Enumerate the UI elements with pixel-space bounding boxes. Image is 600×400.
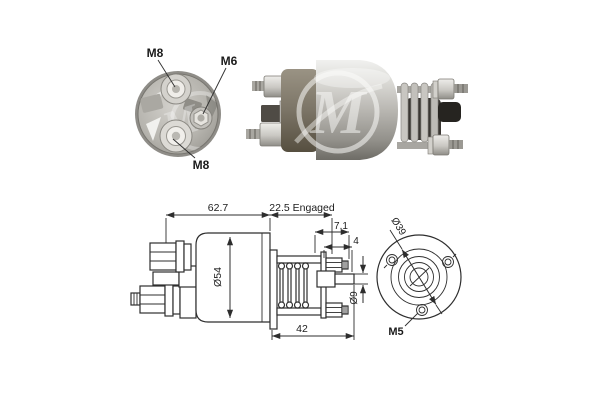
side-section-drawing: 62.7 22.5 Engaged 7.1 4 Ø9 [130,202,368,340]
dim-54: Ø54 [212,267,224,287]
flat-terminal [152,271,180,286]
label-m8-bottom: M8 [193,158,210,172]
m8-bottom-stud-center [171,131,181,141]
plunger-block [316,270,336,288]
dim-7-1: 7.1 [334,221,348,232]
leader-m6 [202,67,227,115]
drawing-bottom-nut [325,302,349,318]
hex-nut [437,78,455,100]
dim-39: Ø39 [388,216,408,238]
label-m5: M5 [388,326,403,338]
dimension-engaged: 22.5 Engaged [269,202,335,254]
brand-watermark: M [294,70,383,154]
leader-m8-bottom [172,138,196,159]
watermark-circle [296,70,380,154]
dim-engaged: 22.5 Engaged [269,202,335,214]
side-photo: M [246,60,468,160]
washer [164,282,174,317]
cap-highlight-shape [146,117,161,141]
cap-link-plate [140,93,164,113]
mounting-flange [269,249,278,330]
stud-thread [252,81,265,91]
label-m8-top: M8 [147,46,164,60]
washer [432,80,439,99]
plunger-rod [334,273,355,285]
washer [172,285,181,315]
hex-bolt [139,285,166,314]
watermark-letter: M [309,79,367,147]
flat-terminal [261,105,281,122]
washer [427,136,434,155]
stud-thread [246,129,261,139]
photo-body [316,60,398,160]
hex-nut [432,134,450,156]
dim-4: 4 [353,236,359,247]
solenoid-body-outline [195,232,271,323]
watermark-swoosh [294,83,383,144]
m6-terminal-stud [197,114,205,122]
stud-thread [449,140,463,149]
drawing-terminals [130,240,197,319]
washer [175,240,185,273]
dim-42: 42 [296,323,308,335]
dim-62-7: 62.7 [208,202,229,214]
washer [183,243,192,271]
dimension-tip: 4 [323,236,359,272]
label-m6: M6 [221,54,238,68]
leader-m8-top [157,59,176,88]
m8-top-stud-center [172,85,180,93]
dimension-body-length: 62.7 [165,202,271,243]
thread-callout: M5 [388,312,419,338]
photo-plunger-assembly [397,78,468,156]
front-view-drawing: Ø39 M5 [376,216,462,338]
drawing-top-nut [325,257,349,273]
dimension-rod-diameter: Ø9 [349,256,368,305]
dimension-body-diameter: Ø54 [212,236,234,319]
bolt-hole [442,253,457,268]
plunger-end [438,102,461,122]
stud-thread [454,84,468,93]
dimension-plunger-length: 42 [271,285,355,340]
dim-rod: Ø9 [349,291,360,305]
hex-bolt [149,242,177,271]
bolt-thread [130,292,141,306]
drawing-spring [276,255,322,316]
bolt-hole [383,254,398,269]
end-view-photo: M M8 M6 M8 [135,46,238,172]
